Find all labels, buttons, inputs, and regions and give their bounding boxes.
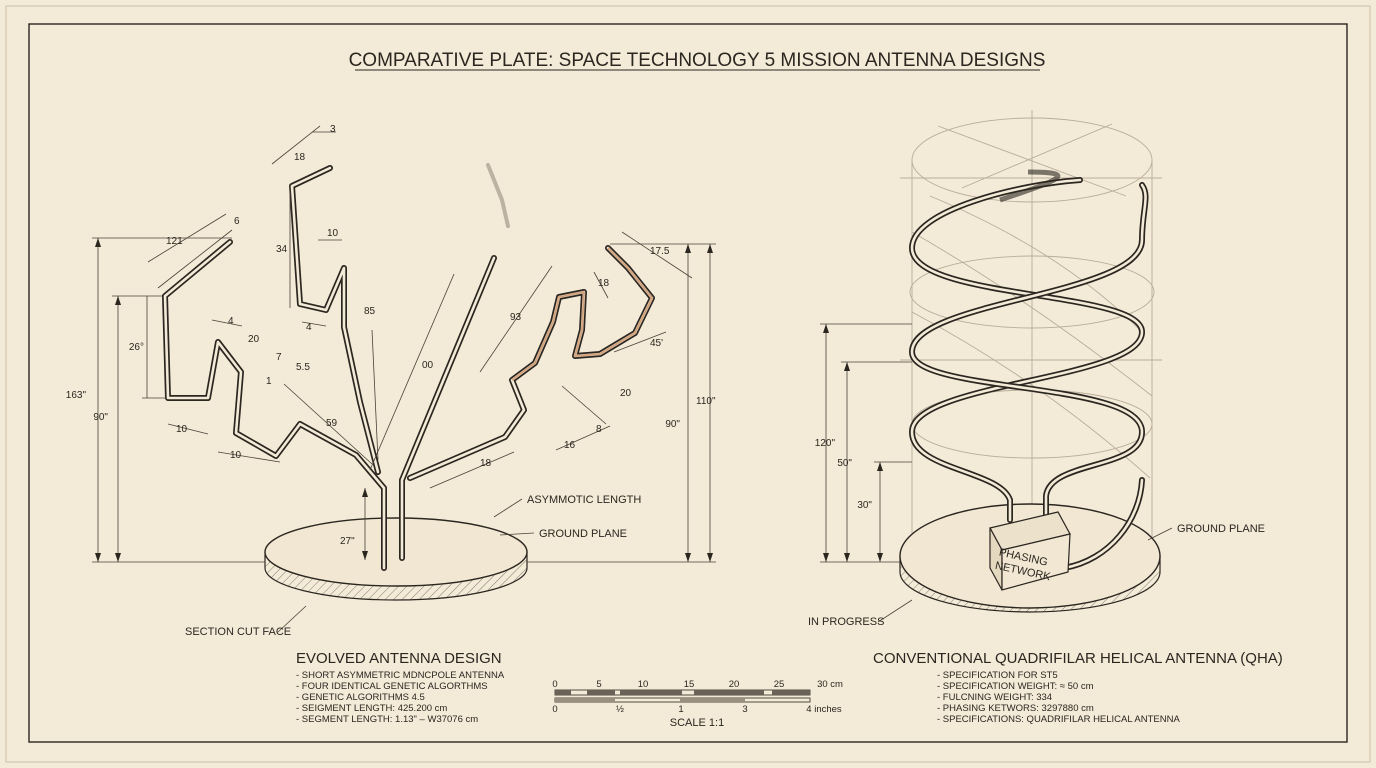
dim-45: 45': [650, 338, 663, 349]
dim-20-right: 20: [620, 388, 632, 399]
evolved-spec-item: - GENETIC ALGORITHMS 4.5: [296, 692, 425, 703]
ground-plane-disc: [264, 517, 528, 601]
scale-in-3: 3: [742, 704, 747, 715]
evolved-antenna-wires: [162, 163, 655, 571]
dim-8: 8: [596, 424, 602, 435]
dim-121: 121: [166, 236, 183, 247]
qha-spec-item: - SPECIFICATION WEIGHT: ≈ 50 cm: [937, 681, 1094, 692]
qha-spec-item: - FULCNING WEIGHT: 334: [937, 692, 1052, 703]
evolved-spec-item: - SHORT ASYMMETRIC MDNCPOLE ANTENNA: [296, 670, 505, 681]
qha-spec-item: - SPECIFICATION FOR ST5: [937, 670, 1058, 681]
evolved-spec-item: - SEGMENT LENGTH: 1.13" – W37076 cm: [296, 714, 478, 725]
evolved-antenna-heading: EVOLVED ANTENNA DESIGN: [296, 650, 502, 667]
dim-16: 16: [564, 440, 576, 451]
dim-85: 85: [364, 306, 376, 317]
dim-18-top: 18: [294, 152, 306, 163]
dim-17-5: 17.5: [650, 246, 670, 257]
qha-spec-list: - SPECIFICATION FOR ST5 - SPECIFICATION …: [937, 670, 1180, 725]
qha-ground-plane: [899, 503, 1161, 613]
dim-10-lower: 10: [230, 450, 242, 461]
scale-bar: 0 5 10 15 20 25 30 cm 0 ½ 1 3 4 inches S…: [552, 679, 843, 729]
dim-00: 00: [422, 360, 434, 371]
scale-cm-5: 5: [596, 679, 601, 690]
scale-in-half: ½: [616, 704, 624, 715]
dim-10-left: 10: [176, 424, 188, 435]
qha-dimension-lines: [820, 323, 1173, 623]
dim-27: 27": [340, 536, 355, 547]
dim-93: 93: [510, 312, 522, 323]
dim-6: 6: [234, 216, 240, 227]
dim-90-left: 90": [93, 412, 108, 423]
dim-50: 50": [837, 458, 852, 469]
dim-34: 34: [276, 244, 288, 255]
evolved-spec-item: - SEIGMENT LENGTH: 425.200 cm: [296, 703, 447, 714]
evolved-spec-list: - SHORT ASYMMETRIC MDNCPOLE ANTENNA - FO…: [296, 670, 505, 725]
dim-18-right: 18: [598, 278, 610, 289]
dim-5-5: 5.5: [296, 362, 310, 373]
phasing-network-box: PHASING NETWORK: [989, 511, 1071, 591]
qha-figure: PHASING NETWORK 120" 50" 30" GROUND PLAN…: [808, 110, 1283, 725]
scale-cm-10: 10: [638, 679, 649, 690]
dimension-arrowheads: [95, 238, 713, 562]
callout-ground-plane-left: GROUND PLANE: [539, 528, 627, 540]
dim-10-top: 10: [327, 228, 339, 239]
scale-label: SCALE 1:1: [670, 717, 724, 729]
dim-90-right: 90": [665, 419, 680, 430]
dim-3: 3: [330, 124, 336, 135]
dim-120: 120": [815, 438, 836, 449]
dim-26: 26°: [129, 342, 144, 353]
outer-frame: [5, 5, 1371, 763]
dim-30: 30": [857, 500, 872, 511]
scale-cm-0: 0: [552, 679, 557, 690]
scale-in-0: 0: [552, 704, 557, 715]
scale-in-4: 4 inches: [806, 704, 842, 715]
dim-4-left: 4: [228, 316, 234, 327]
evolved-dimension-labels: 163" 90" 26° 27" 110" 90" 3 18 121 6 34 …: [66, 124, 716, 547]
evolved-antenna-figure: 163" 90" 26° 27" 110" 90" 3 18 121 6 34 …: [66, 124, 716, 725]
qha-heading: CONVENTIONAL QUADRIFILAR HELICAL ANTENNA…: [873, 650, 1283, 667]
dim-4-mid: 4: [306, 322, 312, 333]
evolved-spec-item: - FOUR IDENTICAL GENETIC ALGORTHMS: [296, 681, 488, 692]
scale-cm-15: 15: [684, 679, 695, 690]
qha-spec-item: - PHASING KETWORS: 3297880 cm: [937, 703, 1094, 714]
dim-163: 163": [66, 390, 87, 401]
callout-ground-plane-right: GROUND PLANE: [1177, 523, 1265, 535]
scale-cm-20: 20: [729, 679, 740, 690]
dim-20: 20: [248, 334, 260, 345]
dim-110: 110": [696, 396, 716, 407]
callout-in-progress: IN PROGRESS: [808, 616, 884, 628]
callout-section-cut-face: SECTION CUT FACE: [185, 626, 291, 638]
evolved-dimension-lines: [92, 125, 716, 633]
scale-cm-30: 30 cm: [817, 679, 843, 690]
dim-1: 1: [266, 376, 272, 387]
dim-18-lower: 18: [480, 458, 492, 469]
inner-frame: [28, 23, 1348, 743]
qha-spec-item: - SPECIFICATIONS: QUADRIFILAR HELICAL AN…: [937, 714, 1180, 725]
scale-in-1: 1: [678, 704, 683, 715]
dim-59: 59: [326, 418, 338, 429]
callout-asymmetric-length: ASYMMOTIC LENGTH: [527, 494, 641, 506]
qha-arrowheads: [823, 324, 883, 562]
scale-cm-25: 25: [774, 679, 785, 690]
dim-7: 7: [276, 352, 282, 363]
qha-helix-wires: [908, 169, 1149, 571]
plate-title: COMPARATIVE PLATE: SPACE TECHNOLOGY 5 MI…: [349, 50, 1046, 71]
